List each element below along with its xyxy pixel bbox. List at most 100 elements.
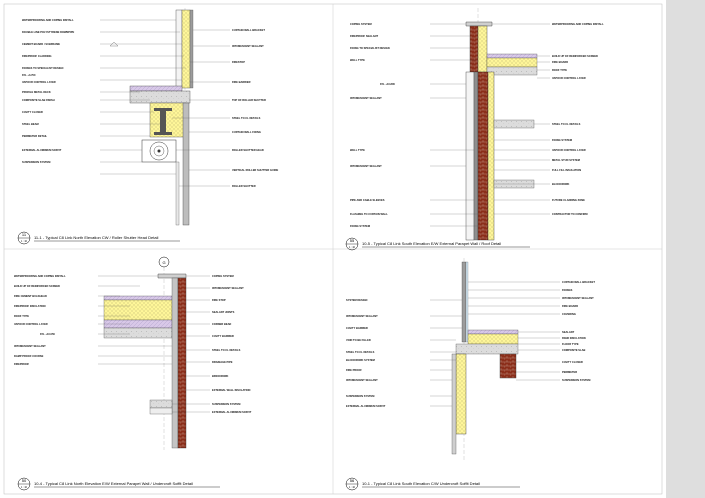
detail-title: 10-5 - Typical C8 Link South Elevation E… bbox=[362, 241, 501, 246]
wall-lining bbox=[175, 9, 183, 89]
parapet-insulation bbox=[477, 25, 488, 73]
label: METAL STUD SYSTEM bbox=[552, 158, 580, 162]
label: SYSTEM DESIGN bbox=[346, 298, 367, 302]
label: RIGID INSULATION bbox=[562, 336, 586, 340]
shutter-guide bbox=[182, 102, 190, 226]
label: INTUMESCENT SEALANT bbox=[346, 378, 378, 382]
steel-beam-web bbox=[160, 110, 166, 134]
label: STEEL TO CL DETAILS bbox=[232, 116, 261, 120]
label: FULL FILL INSULATION bbox=[552, 168, 581, 172]
label: WALL TYPE bbox=[350, 148, 365, 152]
label: EXTERNAL ALUMINIUM SOFFIT bbox=[22, 148, 62, 152]
label: CAVITY BARRIER bbox=[346, 326, 368, 330]
label: BUILD UP OF REINFORCED SCREED bbox=[14, 284, 60, 288]
label: SUSPENSION SYSTEM bbox=[212, 402, 240, 406]
label: DRAINAGE PIPE bbox=[212, 360, 233, 364]
level-label: FFL +10.050 bbox=[40, 332, 55, 336]
detail-56-left-labels: SYSTEM DESIGN INTUMESCENT SEALANT CAVITY… bbox=[346, 298, 386, 408]
label: CAVITY CLOSER bbox=[562, 360, 583, 364]
roof-membrane bbox=[486, 53, 538, 59]
label: COMPOSITE SLAB bbox=[562, 348, 585, 352]
leader-lines-left bbox=[430, 23, 478, 227]
glazing bbox=[465, 261, 469, 343]
label: INTUMESCENT SEALANT bbox=[346, 314, 378, 318]
label: VOID TO BE FILLED bbox=[346, 338, 371, 342]
label: CURTAIN WALL BRACKET bbox=[562, 280, 595, 284]
label: FIRE PROOF bbox=[346, 368, 362, 372]
label: FIXINGS TO SPECIALIST DESIGN bbox=[22, 66, 63, 70]
label: INTUMESCENT SEALANT bbox=[562, 296, 594, 300]
full-fill-insulation bbox=[487, 71, 495, 241]
label: ROOF TYPE bbox=[14, 314, 29, 318]
label: FLOOR TYPE bbox=[562, 342, 579, 346]
label: FIRE BOARD bbox=[562, 304, 578, 308]
level-label: FFL +10.800 bbox=[380, 82, 395, 86]
detail-scale: 1 : 10 bbox=[349, 246, 356, 249]
label: STEEL TO CL DETAILS bbox=[212, 348, 241, 352]
label: FIREPROOF INSULATION bbox=[14, 304, 46, 308]
roof-slab bbox=[486, 66, 538, 76]
soffit-insulation bbox=[455, 353, 467, 435]
coping bbox=[157, 273, 187, 279]
leader-lines-right bbox=[172, 29, 230, 187]
detail-11-title-block: 11 1 : 10 11-1 - Typical C8 Link North E… bbox=[17, 231, 180, 245]
undercroft-slab bbox=[149, 399, 173, 409]
label: FIREPROOF bbox=[14, 362, 30, 366]
label: FIRE STOP bbox=[212, 298, 226, 302]
label: FIRESTOP bbox=[232, 60, 245, 64]
label: PROFILE METAL DECK bbox=[22, 90, 51, 94]
label: CORNER BEAD bbox=[212, 322, 231, 326]
coping bbox=[465, 21, 493, 27]
leader-lines-right bbox=[468, 281, 560, 381]
label: INTUMESCENT SEALANT bbox=[232, 44, 264, 48]
detail-50-title-block: 50 1 : 10 10-4 - Typical C8 Link North E… bbox=[17, 477, 220, 491]
roof-slab bbox=[103, 327, 173, 339]
parapet-brick bbox=[469, 25, 479, 73]
detail-title: 11-1 - Typical C8 Link North Elevation C… bbox=[34, 235, 158, 240]
label: CEMENT BOARD / SUBFRAME bbox=[22, 42, 60, 46]
detail-title: 10-4 - Typical C8 Link North Elevation E… bbox=[34, 481, 193, 486]
detail-50-left-labels: WATERPROOFING AND COPING INSTALL BUILD U… bbox=[14, 274, 66, 366]
label: EXTERNAL ALUMINIUM SOFFIT bbox=[212, 410, 252, 414]
label: DOUBLE LINE POLYSTYRENE DOWNPIPE bbox=[22, 30, 74, 34]
label: CONTRACTOR TO CONFIRM bbox=[552, 212, 588, 216]
detail-title: 10-1 - Typical C8 Link South Elevation C… bbox=[362, 481, 480, 486]
shutter-curtain bbox=[175, 161, 180, 226]
label: WATERPROOFING AND COPING INSTALL bbox=[552, 22, 604, 26]
label: FIRE BARRIER bbox=[232, 80, 251, 84]
roof-insulation bbox=[103, 299, 173, 321]
label: VERTICAL ROLLER SHUTTER GUIDE bbox=[232, 168, 278, 172]
detail-number: 56 bbox=[350, 478, 355, 483]
label: INTUMESCENT SEALANT bbox=[212, 286, 244, 290]
curtain-wall-mullion bbox=[461, 261, 467, 343]
label: BRICKWORK bbox=[212, 374, 229, 378]
label: PERIMETER DETAIL bbox=[22, 134, 47, 138]
leader-lines-left bbox=[430, 299, 462, 407]
label: SUSPENSION SYSTEM bbox=[22, 160, 50, 164]
label: TOP OF ROLLER SHUTTER bbox=[232, 98, 266, 102]
roof-membrane bbox=[103, 295, 173, 301]
detail-56-undercroft-soffit: SYSTEM DESIGN INTUMESCENT SEALANT CAVITY… bbox=[345, 258, 595, 491]
label: INTUMESCENT SEALANT bbox=[350, 164, 382, 168]
label: BLOCKWORK SYSTEM bbox=[346, 358, 375, 362]
floor-insulation bbox=[467, 333, 519, 345]
detail-50-right-labels: COPING SYSTEM INTUMESCENT SEALANT FIRE S… bbox=[212, 274, 252, 414]
label: FLASHING TO CURTAIN WALL bbox=[350, 212, 388, 216]
detail-scale: 1 : 10 bbox=[21, 240, 28, 243]
label: STEEL TO CL DETAILS bbox=[346, 350, 375, 354]
detail-number: 11 bbox=[22, 232, 27, 237]
label: PERIMETER bbox=[562, 370, 577, 374]
cavity-zone bbox=[171, 277, 179, 449]
label: PIPE AND CABLE SLEEVES bbox=[350, 198, 385, 202]
detail-scale: 1 : 10 bbox=[349, 486, 356, 489]
label: FIRE CEMENT BULKHEAD bbox=[14, 294, 47, 298]
stud-zone bbox=[473, 71, 479, 241]
detail-55-right-labels: WATERPROOFING AND COPING INSTALL BUILD U… bbox=[552, 22, 604, 216]
grid-marker-label: G bbox=[162, 260, 165, 265]
leader-lines-left bbox=[100, 19, 186, 175]
label: VAPOUR CONTROL LAYER bbox=[22, 80, 56, 84]
label: COMPOSITE SLAB FINISH bbox=[22, 98, 55, 102]
side-margin-strip bbox=[666, 0, 705, 498]
label: CAVITY CLOSER bbox=[22, 110, 43, 114]
detail-55-left-labels: COPING SYSTEM FIREPROOF SEALANT FIXING T… bbox=[350, 22, 395, 228]
